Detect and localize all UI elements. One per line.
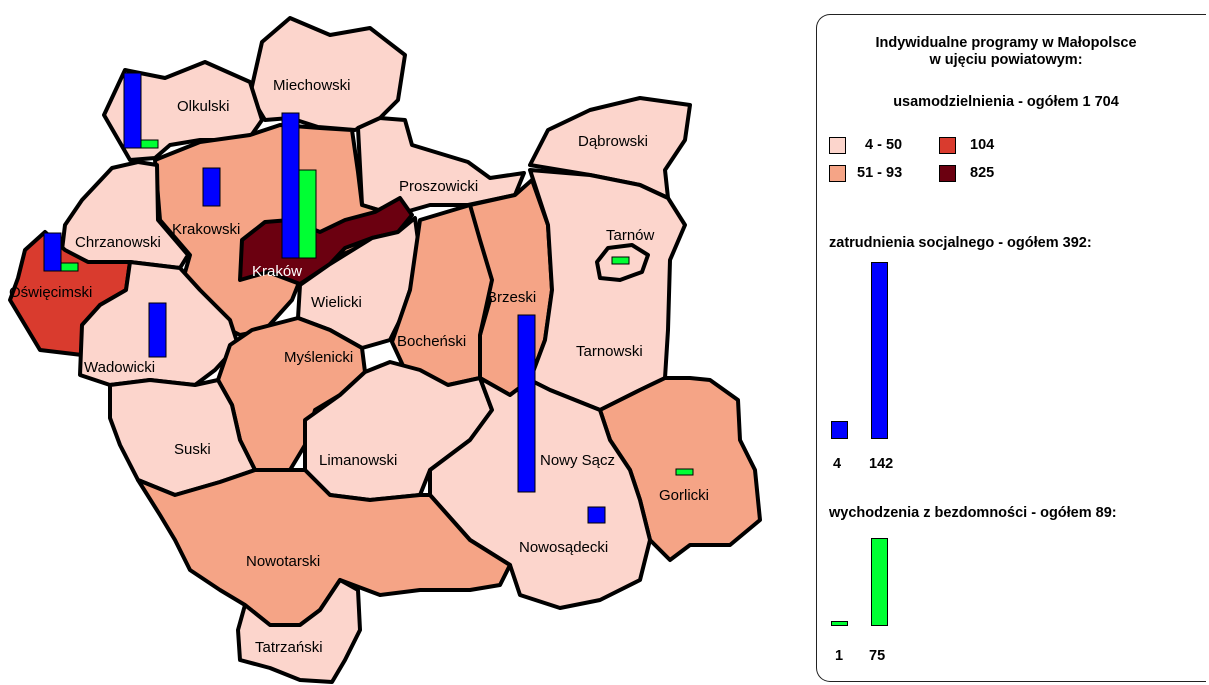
bar-employment-krakowski	[202, 167, 221, 207]
label-wadowicki: Wadowicki	[84, 359, 155, 376]
label-suski: Suski	[174, 441, 211, 458]
bar-homelessness-gorlicki	[675, 468, 694, 476]
malopolska-map: Miechowski Olkulski Dąbrowski Proszowick…	[8, 16, 762, 684]
legend-employment-bar-min	[831, 421, 848, 439]
label-nowotarski: Nowotarski	[246, 553, 320, 570]
county-nowosadecki[interactable]	[428, 376, 652, 610]
bar-homelessness-tarnow	[611, 256, 630, 265]
bar-employment-nowy-sacz	[517, 314, 536, 493]
label-miechowski: Miechowski	[273, 77, 351, 94]
legend-panel: Indywidualne programy w Małopolsce w uję…	[816, 14, 1206, 682]
legend-label-4-50: 4 - 50	[865, 137, 903, 153]
legend-section1-title: usamodzielnienia - ogółem 1 704	[893, 94, 1119, 110]
legend-label-104: 104	[970, 137, 995, 153]
legend-swatch-51-93	[829, 165, 846, 182]
legend-section2-title: zatrudnienia socjalnego - ogółem 392:	[829, 235, 1092, 251]
label-olkulski: Olkulski	[177, 98, 230, 115]
label-gorlicki: Gorlicki	[659, 487, 709, 504]
legend-employment-max-label: 142	[869, 456, 894, 472]
label-tatrzanski: Tatrzański	[255, 639, 323, 656]
label-nowosadecki: Nowosądecki	[519, 539, 608, 556]
legend-title-line2: w ujęciu powiatowym:	[929, 52, 1083, 68]
bar-employment-krakow	[281, 112, 300, 259]
label-wielicki: Wielicki	[311, 294, 362, 311]
label-chrzanowski: Chrzanowski	[75, 234, 161, 251]
legend-homelessness-bar-max	[871, 538, 888, 626]
bar-homelessness-krakow	[298, 169, 317, 259]
legend-employment-min-label: 4	[833, 456, 842, 472]
county-miechowski[interactable]	[248, 16, 407, 132]
map-bars	[43, 72, 694, 524]
legend-homelessness-bar-min	[831, 621, 848, 626]
label-tarnowski: Tarnowski	[576, 343, 643, 360]
bar-homelessness-olkulski	[140, 139, 159, 149]
legend-swatch-4-50	[829, 137, 846, 154]
bar-employment-wadowicki	[148, 302, 167, 358]
legend-label-51-93: 51 - 93	[857, 165, 903, 181]
county-shapes	[8, 16, 762, 684]
bar-employment-oswiecimski	[43, 232, 62, 272]
legend-swatch-104	[939, 137, 956, 154]
label-brzeski: Brzeski	[487, 289, 536, 306]
county-olkulski[interactable]	[102, 60, 264, 162]
county-tarnowski[interactable]	[528, 168, 687, 412]
label-limanowski: Limanowski	[319, 452, 397, 469]
legend-section3-title: wychodzenia z bezdomności - ogółem 89:	[829, 505, 1117, 521]
legend-homelessness-max-label: 75	[869, 648, 886, 664]
label-dabrowski: Dąbrowski	[578, 133, 648, 150]
label-oswiecimski: Oświęcimski	[9, 284, 92, 301]
legend-title-line1: Indywidualne programy w Małopolsce	[875, 35, 1137, 51]
legend-label-825: 825	[970, 165, 995, 181]
label-myslenicki: Myślenicki	[284, 349, 353, 366]
bar-homelessness-oswiecimski	[60, 262, 79, 272]
county-labels: Miechowski Olkulski Dąbrowski Proszowick…	[9, 77, 709, 656]
label-nowy-sacz: Nowy Sącz	[540, 452, 615, 469]
label-krakowski: Krakowski	[172, 221, 240, 238]
bar-employment-olkulski	[123, 72, 142, 149]
label-krakow: Kraków	[252, 263, 302, 280]
label-tarnow: Tarnów	[606, 227, 655, 244]
legend-homelessness-min-label: 1	[835, 648, 844, 664]
legend-employment-bar-max	[871, 262, 888, 439]
label-proszowicki: Proszowicki	[399, 178, 478, 195]
legend-swatch-825	[939, 165, 956, 182]
county-tatrzanski[interactable]	[236, 578, 362, 684]
bar-employment-nowosadecki	[587, 506, 606, 524]
county-nowotarski[interactable]	[136, 468, 512, 627]
label-bochenski: Bocheński	[397, 333, 466, 350]
